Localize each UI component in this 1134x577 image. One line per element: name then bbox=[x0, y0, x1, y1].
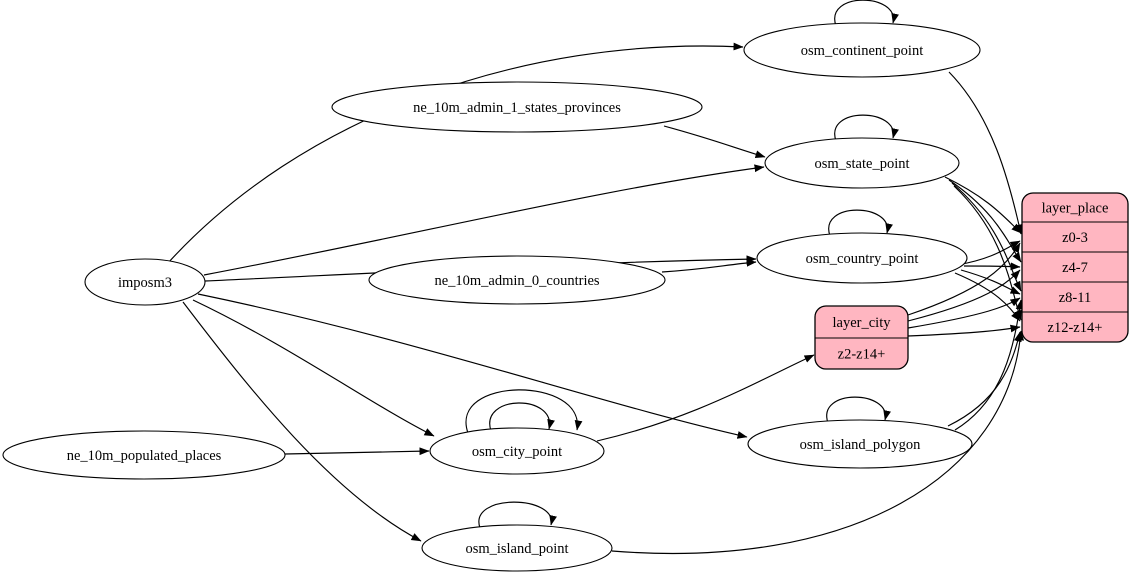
self-loop-osm_continent_point bbox=[834, 0, 899, 27]
node-osm_state_point: osm_state_point bbox=[764, 137, 960, 189]
node-shape bbox=[747, 419, 973, 469]
node-osm_continent_point: osm_continent_point bbox=[743, 22, 981, 78]
edges-layer bbox=[167, 0, 1025, 555]
record-title: layer_city bbox=[833, 315, 892, 331]
self-loop-osm_city_point bbox=[489, 402, 555, 432]
edge-imposm3--osm_state_point bbox=[203, 164, 765, 276]
edge-osm_continent_point--layer_place-z0-3 bbox=[948, 71, 1023, 235]
node-shape bbox=[756, 232, 968, 284]
record-row-z8-11: z8-11 bbox=[1059, 290, 1091, 306]
node-label: osm_city_point bbox=[472, 444, 562, 460]
record-row-z4-7: z4-7 bbox=[1062, 260, 1088, 276]
node-label: imposm3 bbox=[118, 275, 172, 291]
node-label: osm_country_point bbox=[806, 251, 919, 267]
edge-osm_island_point--layer_place-z12-z14+ bbox=[611, 330, 1025, 555]
edge-ne_10m_populated_places--osm_city_point bbox=[284, 447, 430, 456]
edge-imposm3--osm_island_polygon bbox=[197, 293, 748, 439]
node-label: ne_10m_populated_places bbox=[67, 448, 222, 464]
edge-layer_city--layer_place-z4-7 bbox=[907, 269, 1021, 322]
node-shape bbox=[743, 22, 981, 78]
node-osm_country_point: osm_country_point bbox=[756, 232, 968, 284]
node-layer_place: layer_place z0-3 z4-7 z8-11 z12-z14+ bbox=[1021, 192, 1129, 343]
node-label: osm_island_point bbox=[465, 541, 568, 557]
node-shape bbox=[429, 427, 605, 475]
node-shape bbox=[331, 81, 703, 133]
self-loop-osm_island_point bbox=[478, 501, 557, 529]
node-label: ne_10m_admin_1_states_provinces bbox=[413, 100, 621, 116]
node-osm_island_polygon: osm_island_polygon bbox=[747, 419, 973, 469]
node-shape bbox=[368, 255, 666, 305]
self-loop-osm_city_point bbox=[465, 389, 583, 434]
self-loop-osm_country_point bbox=[828, 209, 893, 237]
edge-ne_10m_admin_0_countries--osm_country_point bbox=[661, 259, 757, 273]
edge-imposm3--osm_city_point bbox=[192, 299, 435, 437]
edge-osm_country_point--layer_place-z12-z14+ bbox=[954, 272, 1021, 322]
edge-layer_city--layer_place-z0-3 bbox=[907, 242, 1021, 316]
edge-layer_city--layer_place-z8-11 bbox=[907, 297, 1021, 329]
edge-osm_country_point--layer_place-z8-11 bbox=[960, 269, 1021, 295]
node-shape bbox=[84, 258, 206, 306]
node-shape bbox=[764, 137, 960, 189]
node-label: ne_10m_admin_0_countries bbox=[434, 273, 599, 289]
node-label: osm_continent_point bbox=[801, 43, 923, 59]
edge-osm_city_point--layer_city-z2-z14+ bbox=[596, 354, 815, 442]
edge-ne_10m_admin_1_states_provinces--osm_state_point bbox=[663, 125, 766, 158]
edge-osm_island_polygon--layer_place-z8-11 bbox=[954, 299, 1024, 431]
record-title: layer_place bbox=[1042, 201, 1109, 217]
record-row-z0-3: z0-3 bbox=[1062, 230, 1088, 246]
node-ne_10m_populated_places: ne_10m_populated_places bbox=[2, 430, 286, 480]
edge-imposm3--osm_island_point bbox=[182, 301, 422, 542]
node-label: osm_island_polygon bbox=[800, 437, 922, 453]
edge-osm_state_point--layer_place-z0-3 bbox=[944, 176, 1022, 234]
node-ne_10m_admin_0_countries: ne_10m_admin_0_countries bbox=[368, 255, 666, 305]
node-shape bbox=[421, 524, 613, 572]
node-layer_city: layer_city z2-z14+ bbox=[814, 305, 909, 370]
node-osm_city_point: osm_city_point bbox=[429, 427, 605, 475]
node-shape bbox=[2, 430, 286, 480]
edge-imposm3--osm_continent_point bbox=[167, 42, 744, 264]
edge-layer_city--layer_place-z12-z14+ bbox=[907, 324, 1021, 337]
edge-osm_state_point--layer_place-z8-11 bbox=[951, 182, 1022, 292]
record-row-z12-z14+: z12-z14+ bbox=[1048, 320, 1103, 336]
record-row-z2-z14+: z2-z14+ bbox=[838, 347, 886, 363]
node-ne_10m_admin_1_states_provinces: ne_10m_admin_1_states_provinces bbox=[331, 81, 703, 133]
self-loop-osm_state_point bbox=[834, 114, 899, 142]
edge-osm_country_point--layer_place-z4-7 bbox=[963, 262, 1021, 271]
record-shape bbox=[1021, 192, 1129, 343]
nodes-layer: imposm3 ne_10m_admin_1_states_provincesne… bbox=[2, 22, 1129, 572]
node-imposm3: imposm3 bbox=[84, 258, 206, 306]
self-loop-osm_island_polygon bbox=[826, 396, 891, 424]
node-osm_island_point: osm_island_point bbox=[421, 524, 613, 572]
edge-osm_island_polygon--layer_place-z12-z14+ bbox=[947, 331, 1022, 427]
node-label: osm_state_point bbox=[814, 156, 909, 172]
edge-osm_state_point--layer_place-z4-7 bbox=[948, 179, 1022, 263]
